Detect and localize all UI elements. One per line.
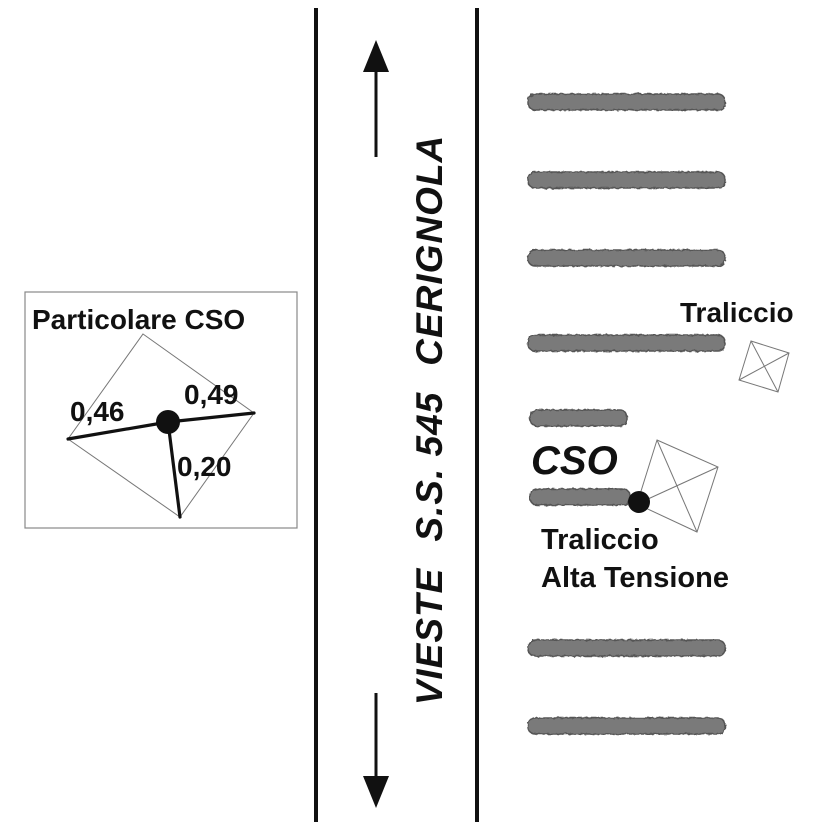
arrow-down-icon xyxy=(363,693,389,808)
pylon-small-icon xyxy=(738,340,790,393)
field-row xyxy=(527,93,726,111)
inset-frame xyxy=(24,291,298,529)
station-label: CSO xyxy=(531,439,618,483)
road-label-west: VIESTE xyxy=(409,567,450,706)
field-row xyxy=(527,639,726,657)
field-row xyxy=(527,171,726,189)
field-row xyxy=(527,334,726,352)
pylon-main-label: Traliccio xyxy=(541,524,659,556)
measure-label: 0,49 xyxy=(184,379,239,410)
arrow-up-icon xyxy=(363,40,389,157)
inset-cso-point-icon xyxy=(156,410,180,434)
field-row xyxy=(527,249,726,267)
measure-label: 0,46 xyxy=(70,396,125,427)
pylon-main-sublabel: Alta Tensione xyxy=(541,562,729,594)
field-row xyxy=(529,488,631,506)
field-row xyxy=(529,409,628,427)
road-label-number: S.S. 545 xyxy=(409,391,450,542)
road-label-east: CERIGNOLA xyxy=(409,134,450,366)
pylon-main-icon xyxy=(636,439,719,533)
measure-label: 0,20 xyxy=(177,451,232,482)
pylon-small-label: Traliccio xyxy=(680,297,794,328)
road-label: VIESTE S.S. 545 CERIGNOLA xyxy=(409,135,451,706)
field-row xyxy=(527,717,726,735)
cso-point-icon xyxy=(628,491,650,513)
inset-measure-lines xyxy=(66,411,256,519)
inset-title: Particolare CSO xyxy=(32,304,246,335)
